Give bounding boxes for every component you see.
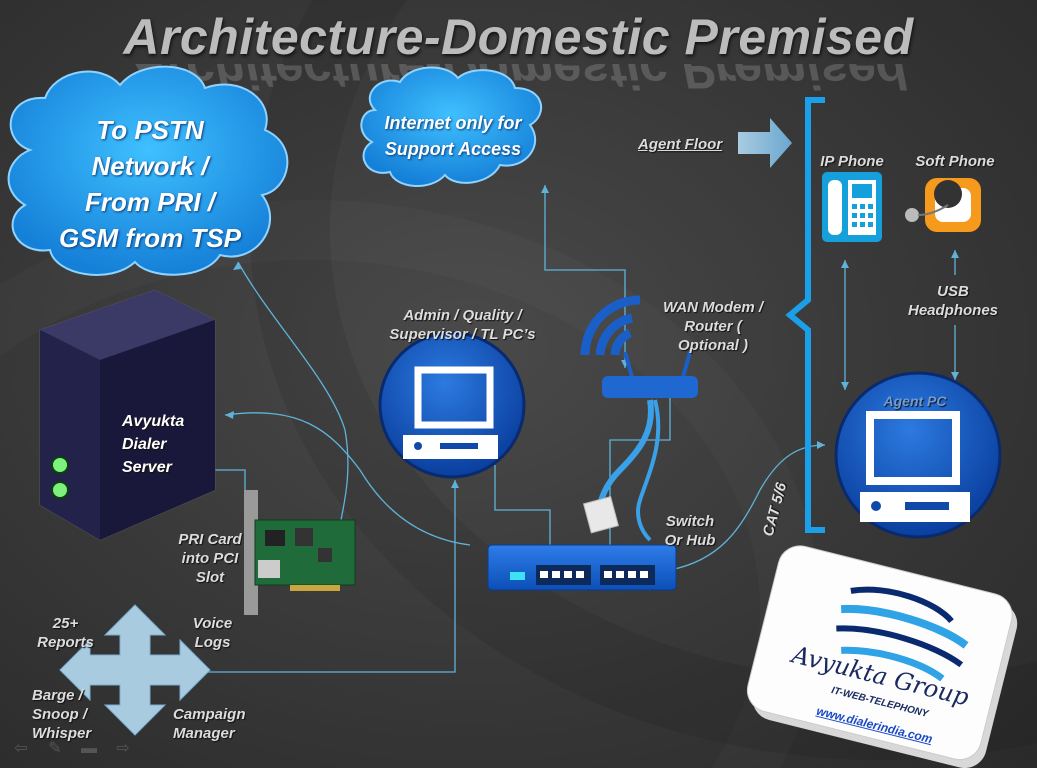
- server-label-line: Avyukta: [122, 413, 185, 430]
- feature-reports: 25+ Reports: [28, 614, 103, 652]
- admin-label-line: Supervisor / TL PC’s: [389, 326, 536, 343]
- feature-line: Campaign: [173, 706, 246, 723]
- connector-switch-agentpc: [669, 444, 826, 571]
- ip-phone-icon: [822, 172, 882, 242]
- features-cross-arrow-icon: [59, 604, 211, 736]
- router-label: WAN Modem / Router ( Optional ): [648, 298, 778, 355]
- server-label-line: Server: [122, 459, 172, 476]
- agent-pc-icon: [834, 371, 1002, 539]
- router-label-line: Optional ): [678, 337, 748, 354]
- server-led-icon: [51, 456, 69, 474]
- next-slide-button[interactable]: ⇨: [116, 740, 130, 757]
- admin-label-line: Admin / Quality /: [403, 307, 522, 324]
- pstn-cloud-label: To PSTN Network / From PRI / GSM from TS…: [25, 112, 275, 256]
- pri-label-line: PRI Card: [178, 531, 242, 548]
- admin-pc-label: Admin / Quality / Supervisor / TL PC’s: [370, 306, 555, 344]
- internet-line: Support Access: [384, 139, 522, 159]
- feature-line: Logs: [194, 634, 231, 651]
- switch-label-line: Or Hub: [664, 532, 716, 549]
- switch-label: Switch Or Hub: [655, 512, 725, 550]
- feature-campaign-manager: Campaign Manager: [173, 705, 246, 743]
- feature-barge-snoop-whisper: Barge / Snoop / Whisper: [32, 686, 91, 743]
- ethernet-cable-icon: [582, 399, 661, 542]
- internet-cloud-label: Internet only for Support Access: [368, 110, 538, 162]
- connector-server-switch: [224, 412, 471, 546]
- agent-pc-label: Agent PC: [883, 393, 947, 409]
- usb-headphones-label: USB Headphones: [898, 282, 1008, 320]
- feature-line: Voice: [192, 615, 233, 632]
- pstn-cloud: [7, 65, 289, 276]
- avyukta-logo: [746, 545, 1018, 768]
- switch-label-line: Switch: [665, 513, 715, 530]
- feature-line: Barge /: [32, 687, 83, 704]
- pen-tool-button[interactable]: ✎: [48, 740, 62, 757]
- pri-card-label: PRI Card into PCI Slot: [165, 530, 255, 587]
- server-led-icon: [51, 481, 69, 499]
- feature-line: Reports: [37, 634, 94, 651]
- connector-arrowheads: [225, 185, 959, 488]
- soft-phone-icon: [905, 178, 981, 232]
- pstn-line: From PRI /: [84, 187, 215, 217]
- pri-label-line: Slot: [195, 569, 225, 586]
- pstn-line: Network /: [91, 151, 209, 181]
- connector-admin-switch: [494, 465, 551, 545]
- server-label-line: Dialer: [122, 436, 167, 453]
- feature-line: Manager: [173, 725, 235, 742]
- soft-phone-label: Soft Phone: [915, 153, 995, 170]
- feature-voice-logs: Voice Logs: [180, 614, 245, 652]
- admin-pc-icon: [378, 331, 526, 479]
- connector-server-pri: [215, 469, 246, 490]
- internet-cloud: [360, 66, 543, 188]
- slide-menu-button[interactable]: ▬: [81, 740, 97, 757]
- router-icon: [580, 295, 698, 398]
- agent-floor-bracket: [785, 97, 825, 533]
- connector-reports-admin: [145, 480, 456, 673]
- dialer-server: [39, 289, 216, 541]
- pstn-line: GSM from TSP: [58, 223, 241, 253]
- feature-line: Snoop /: [32, 706, 87, 723]
- router-label-line: WAN Modem /: [663, 299, 763, 316]
- pri-card-icon: [244, 490, 356, 615]
- prev-slide-button[interactable]: ⇦: [14, 740, 28, 757]
- pri-label-line: into PCI: [181, 550, 239, 567]
- ip-phone-label: IP Phone: [820, 153, 884, 170]
- feature-line: 25+: [52, 615, 79, 632]
- usb-label-line: Headphones: [907, 302, 998, 319]
- feature-line: Whisper: [32, 725, 92, 742]
- server-label: Avyukta Dialer Server: [122, 410, 184, 479]
- switch-icon: [487, 544, 677, 591]
- slide-title: Architecture-Domestic Premised: [123, 9, 914, 65]
- agent-floor-arrow-icon: [738, 118, 792, 168]
- router-label-line: Router (: [684, 318, 742, 335]
- internet-line: Internet only for: [384, 113, 522, 133]
- agent-floor-link[interactable]: Agent Floor: [638, 136, 723, 153]
- usb-label-line: USB: [937, 283, 969, 300]
- connector-router-switch: [609, 395, 671, 545]
- pstn-line: To PSTN: [96, 115, 204, 145]
- connector-pstn-pri: [237, 261, 349, 526]
